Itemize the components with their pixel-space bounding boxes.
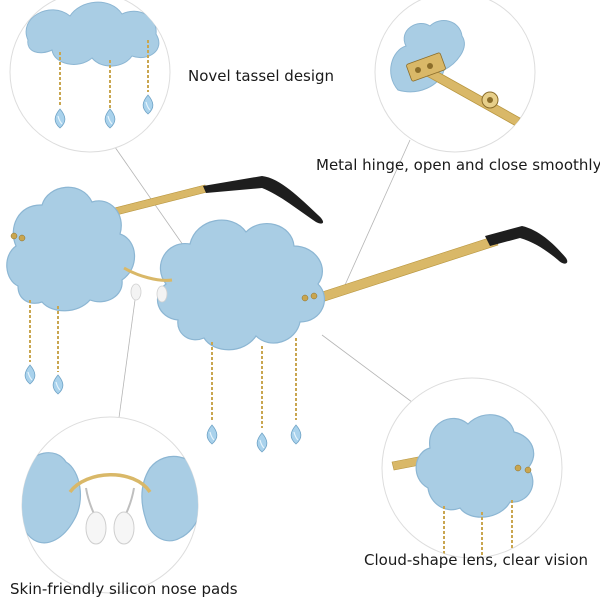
detail-circle-hinge: [374, 0, 536, 153]
caption-metal-hinge: Metal hinge, open and close smoothly: [316, 156, 600, 174]
right-tassels: [206, 338, 302, 453]
left-cloud-lens: [6, 186, 136, 312]
lens-rivets: [10, 232, 318, 302]
main-glasses: [6, 176, 568, 453]
left-tassels: [24, 300, 64, 395]
detail-circle-tassel: [9, 0, 171, 153]
caption-tassel-design: Novel tassel design: [188, 67, 335, 85]
temple-arm-front: [321, 226, 568, 302]
caption-cloud-lens: Cloud-shape lens, clear vision: [364, 551, 589, 569]
right-cloud-lens: [156, 219, 326, 351]
nose-bridge: [123, 266, 173, 282]
callout-lines: [109, 139, 421, 426]
caption-nose-pads: Skin-friendly silicon nose pads: [10, 580, 238, 598]
detail-circle-lens: [381, 377, 563, 559]
nose-pads: [130, 283, 168, 303]
detail-circle-nose-pads: [21, 416, 199, 594]
